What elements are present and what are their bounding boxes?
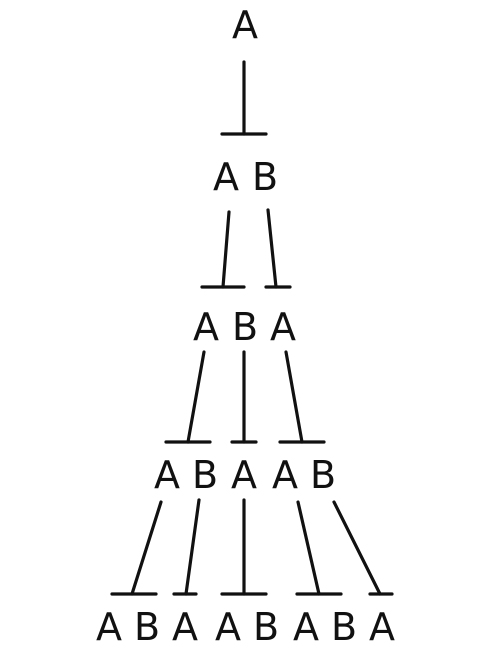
letter-r4-2: A [172,605,198,649]
letter-r4-3: A [215,605,241,649]
connector-r0-0 [220,60,268,136]
letter-r4-5: A [293,605,319,649]
letter-r2-0: A [193,305,219,349]
letter-r4-1: B [134,605,160,649]
connector-r2-0 [164,350,212,444]
connector-r3-3 [295,500,343,596]
letter-r4-6: B [331,605,357,649]
connector-r3-0 [110,500,163,596]
letter-r2-1: B [232,305,258,349]
connector-r2-1 [230,350,258,444]
letter-r4-7: A [369,605,395,649]
letter-r3-1: B [192,453,218,497]
letter-r1-1: B [252,155,278,199]
connector-r3-2 [220,498,268,596]
connector-r1-0 [200,210,246,289]
letter-r3-4: B [310,453,336,497]
letter-r4-4: B [253,605,279,649]
connector-r2-2 [278,350,326,444]
letter-r1-0: A [213,155,239,199]
letter-r2-2: A [270,305,296,349]
letter-r0-0: A [232,3,258,47]
letter-r3-3: A [272,453,298,497]
letter-r3-2: A [231,453,257,497]
connector-r3-4 [332,500,394,596]
letter-r3-0: A [154,453,180,497]
connector-r1-1 [264,208,292,289]
connector-r3-1 [172,498,201,596]
letter-r4-0: A [96,605,122,649]
